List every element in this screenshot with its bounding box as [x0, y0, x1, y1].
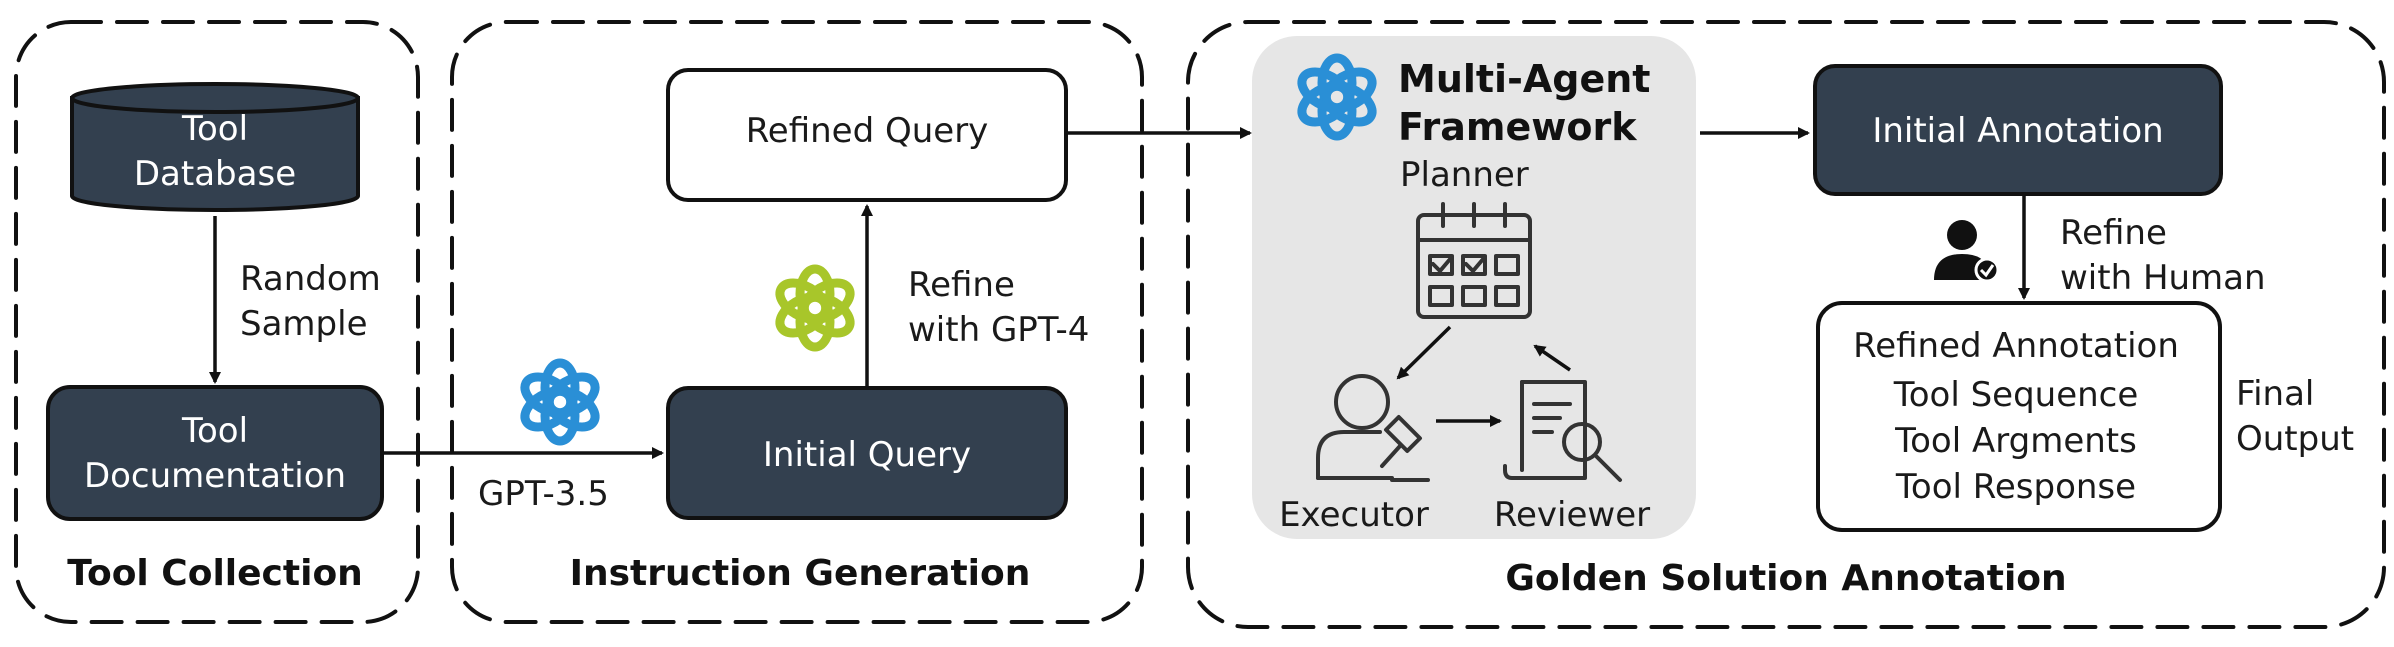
tool-database-line2: Database: [134, 154, 296, 194]
tool-database-line1: Tool: [181, 109, 248, 149]
gpt35-logo-icon: [519, 363, 602, 441]
tool-documentation-line1: Tool: [181, 411, 248, 451]
random-sample-line2: Sample: [240, 304, 367, 344]
calendar-icon: [1416, 202, 1532, 319]
golden-solution-title: Golden Solution Annotation: [1505, 558, 2066, 599]
instruction-generation-frame: [450, 20, 1144, 624]
tool-documentation-line2: Documentation: [84, 456, 346, 496]
initial-annotation-bg: [1813, 64, 2223, 196]
refined-query-box: Refined Query: [666, 68, 1068, 202]
refined-query-bg: [666, 68, 1068, 202]
tool-collection-frame: [14, 20, 420, 624]
refined-annotation-bg: [1816, 301, 2222, 532]
refine-gpt4-line2: with GPT-4: [908, 310, 1089, 350]
final-output-line2: Output: [2236, 419, 2354, 459]
tool-collection-title: Tool Collection: [67, 553, 363, 594]
instruction-generation-title: Instruction Generation: [570, 553, 1031, 594]
executor-label: Executor: [1279, 495, 1429, 535]
refined-annotation-title: Refined Annotation: [1853, 326, 2179, 366]
multi-agent-line2: Framework: [1398, 105, 1637, 149]
multi-agent-line1: Multi-Agent: [1398, 57, 1650, 101]
final-output-line1: Final: [2236, 374, 2314, 414]
initial-annotation-label: Initial Annotation: [1872, 111, 2163, 151]
refined-annotation-item3: Tool Response: [1895, 467, 2136, 507]
tool-documentation-bg: [46, 385, 384, 521]
refined-annotation-box: Refined Annotation Tool Sequence Tool Ar…: [1816, 301, 2222, 532]
document-magnifier-icon: [1503, 380, 1622, 482]
refine-human-line1: Refine: [2060, 213, 2167, 253]
tool-database: Tool Database: [70, 82, 360, 212]
user-check-icon: [1934, 220, 2000, 283]
tool-documentation-box: Tool Documentation: [46, 385, 384, 521]
database-top: [70, 82, 360, 114]
gpt4-logo-icon: [774, 269, 857, 347]
arrow-planner-to-executor: [1396, 325, 1452, 380]
arrow-reviewer-to-planner: [1533, 344, 1571, 372]
random-sample-line1: Random: [240, 259, 381, 299]
person-gavel-icon: [1316, 374, 1430, 482]
planner-label: Planner: [1400, 155, 1529, 195]
refined-annotation-item2: Tool Argments: [1894, 421, 2137, 461]
refined-query-label: Refined Query: [746, 111, 989, 151]
refine-human-line2: with Human: [2060, 258, 2266, 298]
golden-solution-frame: [1186, 20, 2386, 629]
reviewer-label: Reviewer: [1494, 495, 1650, 535]
refine-gpt4-line1: Refine: [908, 265, 1015, 305]
database-cylinder: [70, 96, 360, 212]
initial-query-label: Initial Query: [763, 435, 971, 475]
initial-annotation-box: Initial Annotation: [1813, 64, 2223, 196]
initial-query-box: Initial Query: [666, 386, 1068, 520]
refined-annotation-item1: Tool Sequence: [1893, 375, 2139, 415]
gpt35-label: GPT-3.5: [478, 474, 609, 514]
